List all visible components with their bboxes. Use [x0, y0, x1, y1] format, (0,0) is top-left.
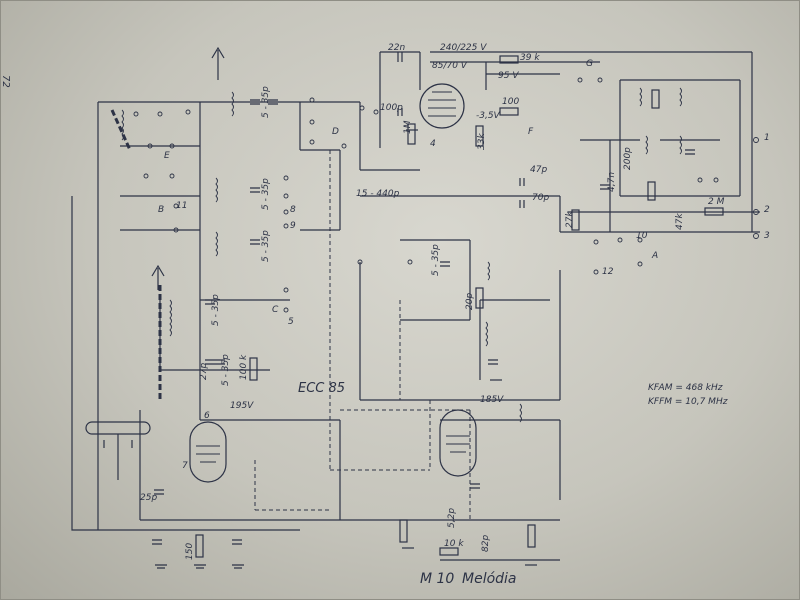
label-95v: 95 V: [498, 71, 519, 81]
label-5-35p-d: 5 - 35p: [211, 294, 221, 326]
tube-ecc85-b: [439, 409, 477, 477]
caption-model: M 10: [420, 571, 455, 587]
label-47k: 47k: [675, 213, 685, 230]
label-5-35p-b: 5 - 35p: [261, 178, 271, 210]
label-33k: 33k: [477, 133, 487, 150]
switch-letter-c: C: [272, 305, 279, 315]
switch-letter-e: E: [164, 151, 170, 161]
tuning-arrows: [151, 46, 225, 290]
label-150: 150: [185, 542, 195, 560]
terminal-5: 5: [288, 317, 294, 327]
switch-letter-b: B: [158, 205, 165, 215]
label-27p: 27p: [199, 362, 209, 380]
label-5-2p: 5,2p: [447, 507, 457, 528]
coils: [121, 87, 682, 423]
capacitors: [152, 52, 695, 545]
terminal-6: 6: [204, 411, 210, 421]
dashed-links: [254, 150, 471, 520]
terminal-2: 2: [764, 205, 770, 215]
terminal-8: 8: [290, 205, 296, 215]
terminal-3: 3: [764, 231, 770, 241]
terminal-1: 1: [764, 133, 770, 143]
label-240v: 240/225 V: [440, 43, 487, 53]
ground-symbols: [155, 129, 537, 569]
caption-name: Melódia: [462, 571, 517, 587]
tube-ecc85-a: [189, 421, 227, 483]
switch-letter-a: A: [652, 251, 659, 261]
label-neg35v: -3,5V: [476, 111, 500, 121]
label-82p: 82p: [481, 534, 491, 552]
label-70p: 70p: [532, 193, 550, 203]
label-5-35p-e: 5 - 35p: [221, 354, 231, 386]
terminal-10: 10: [636, 231, 648, 241]
switch-letter-d: D: [332, 127, 339, 137]
label-85v: 85/70 V: [432, 61, 467, 71]
ferrite-bars: [110, 109, 162, 400]
label-15-440p: 15 - 440p: [356, 189, 400, 199]
label-100k: 100 k: [239, 354, 249, 380]
antenna-symbol: [85, 421, 151, 480]
label-100p: 100p: [380, 103, 403, 113]
resistors: [195, 55, 724, 558]
terminal-4: 4: [430, 139, 436, 149]
tube-label: ECC 85: [298, 381, 346, 396]
tube-pentode: [419, 83, 465, 129]
terminal-12: 12: [602, 267, 614, 277]
label-2m: 2 M: [708, 197, 725, 207]
label-25p: 25p: [140, 493, 158, 503]
terminal-7: 7: [182, 461, 188, 471]
switch-contacts: [133, 77, 759, 313]
label-39k: 39 k: [520, 53, 540, 63]
label-47p: 47p: [530, 165, 548, 175]
page-number: 72: [0, 75, 11, 88]
terminal-9: 9: [290, 221, 296, 231]
switch-letter-g: G: [586, 59, 593, 69]
label-200p: 200p: [623, 147, 633, 170]
label-27k: 27k: [565, 211, 575, 228]
note-kf-am: KFAM = 468 kHz: [648, 383, 723, 393]
switch-letter-f: F: [528, 127, 534, 137]
note-kf-fm: KFFM = 10,7 MHz: [648, 397, 728, 407]
label-1m: 1M: [403, 120, 413, 135]
label-20p: 20p: [465, 292, 475, 310]
wiring: [71, 51, 760, 561]
label-5-35p-c: 5 - 35p: [261, 230, 271, 262]
label-185v: 185V: [480, 395, 504, 405]
label-22n: 22n: [388, 43, 406, 53]
label-5-35p-a: 5 - 35p: [261, 86, 271, 118]
label-5-35p-f: 5 - 35p: [431, 244, 441, 276]
label-195v: 195V: [230, 401, 254, 411]
terminal-11: 11: [176, 201, 188, 211]
label-100: 100: [502, 97, 520, 107]
label-10k: 10 k: [444, 539, 464, 549]
label-4-7n: 4,7n: [607, 171, 617, 192]
